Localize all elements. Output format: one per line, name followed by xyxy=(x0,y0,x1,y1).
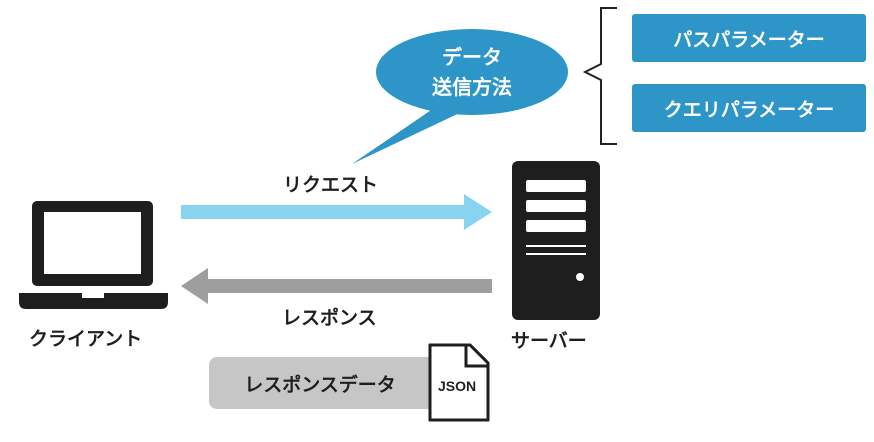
bubble-line-1: データ xyxy=(442,45,502,69)
request-arrow xyxy=(181,194,492,230)
bubble-label: データ 送信方法 xyxy=(392,42,552,102)
response-arrow xyxy=(181,268,492,304)
query-parameter-box: クエリパラメーター xyxy=(632,84,866,132)
server-label: サーバー xyxy=(511,330,587,352)
speech-bubble xyxy=(352,29,568,164)
laptop-icon xyxy=(19,201,168,309)
request-label: リクエスト xyxy=(283,174,379,196)
param-bracket xyxy=(582,7,617,145)
query-parameter-label: クエリパラメーター xyxy=(663,98,835,121)
bubble-line-2: 送信方法 xyxy=(432,75,512,99)
response-data-label: レスポンスデータ xyxy=(244,373,396,396)
json-file-type-label: JSON xyxy=(438,378,477,394)
response-data-box: レスポンスデータ xyxy=(209,357,445,409)
response-label: レスポンス xyxy=(282,307,377,329)
server-icon xyxy=(512,161,600,320)
path-parameter-label: パスパラメーター xyxy=(673,28,825,51)
client-label: クライアント xyxy=(29,328,143,350)
path-parameter-box: パスパラメーター xyxy=(632,14,866,62)
